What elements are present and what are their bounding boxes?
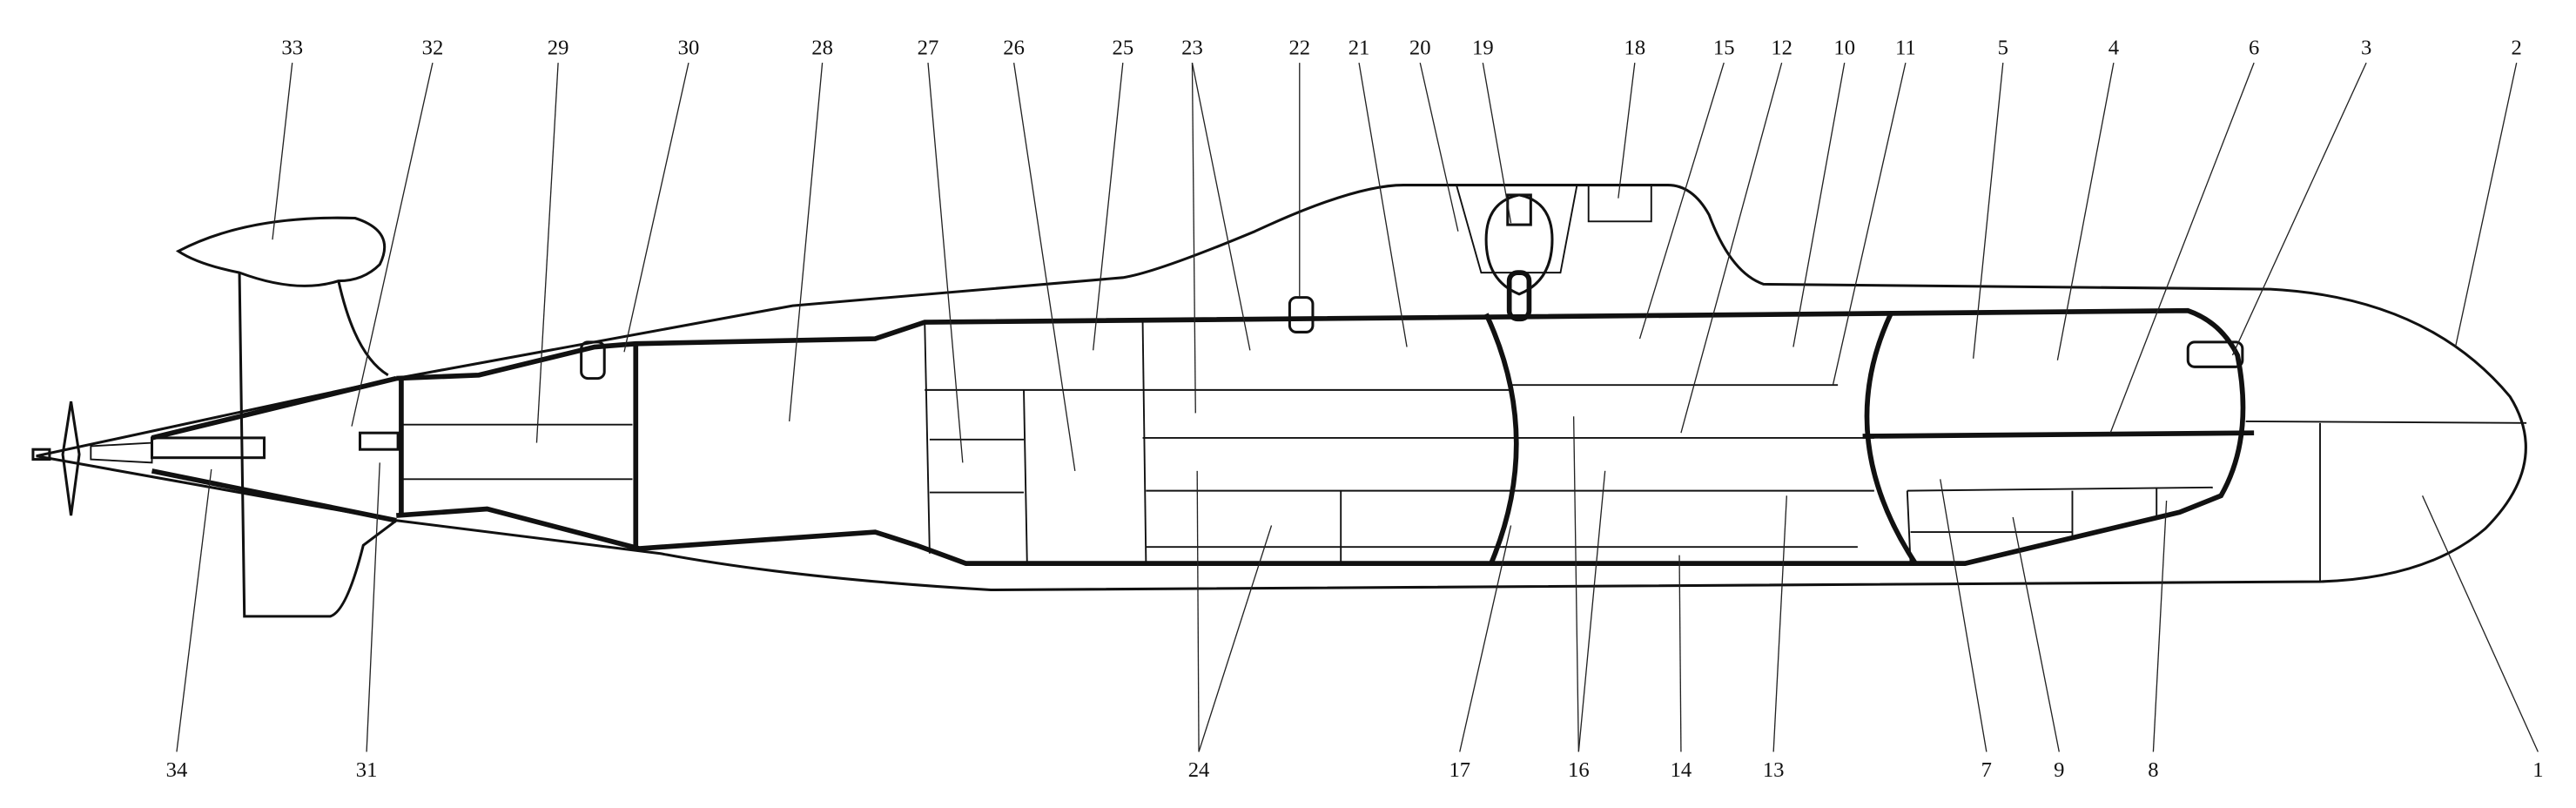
part-label-18: 18: [1624, 37, 1646, 60]
part-label-26: 26: [1003, 37, 1025, 60]
leader-line-16: [1577, 470, 1606, 752]
part-label-5: 5: [1998, 37, 2008, 60]
leader-line-20: [1419, 62, 1459, 232]
internal-compartments: [400, 296, 2527, 582]
leader-line-6: [2109, 62, 2255, 434]
leader-line-12: [1680, 62, 1783, 434]
leader-line-23: [1191, 62, 1251, 351]
leader-line-9: [2012, 516, 2060, 752]
leader-line-32: [351, 62, 434, 427]
part-label-9: 9: [2054, 758, 2064, 782]
part-label-33: 33: [281, 37, 303, 60]
part-label-32: 32: [422, 37, 444, 60]
leader-line-14: [1678, 555, 1682, 752]
part-label-8: 8: [2148, 758, 2158, 782]
part-label-6: 6: [2249, 37, 2259, 60]
part-label-1: 1: [2532, 758, 2543, 782]
leader-line-8: [2152, 500, 2168, 752]
sail-tower: [1456, 184, 1652, 322]
part-label-30: 30: [678, 37, 700, 60]
leader-line-17: [1459, 525, 1512, 752]
leader-line-24: [1198, 525, 1273, 752]
stern-assembly: [31, 216, 400, 618]
part-label-22: 22: [1288, 37, 1310, 60]
leader-line-23: [1191, 63, 1196, 414]
leader-line-18: [1618, 63, 1636, 199]
leader-lines: [176, 62, 2539, 752]
leader-line-11: [1832, 62, 1907, 386]
leader-line-2: [2454, 62, 2518, 347]
part-label-15: 15: [1713, 37, 1735, 60]
part-label-27: 27: [918, 37, 939, 60]
leader-line-4: [2056, 62, 2115, 360]
leader-line-26: [1012, 63, 1076, 471]
part-label-16: 16: [1568, 758, 1590, 782]
part-label-28: 28: [811, 37, 833, 60]
part-label-20: 20: [1409, 37, 1431, 60]
part-label-29: 29: [548, 37, 569, 60]
leader-line-10: [1792, 62, 1846, 347]
leader-line-16: [1572, 416, 1579, 752]
leader-line-21: [1358, 63, 1408, 347]
part-label-2: 2: [2512, 37, 2522, 60]
leader-line-15: [1638, 62, 1725, 340]
leader-line-28: [789, 63, 824, 421]
leader-line-1: [2421, 495, 2539, 752]
part-label-3: 3: [2361, 37, 2371, 60]
pressure-hull: [396, 307, 2246, 566]
leader-line-31: [366, 462, 380, 752]
part-label-17: 17: [1449, 758, 1470, 782]
part-label-7: 7: [1981, 758, 1992, 782]
part-label-34: 34: [166, 758, 188, 782]
leader-line-33: [272, 63, 293, 240]
part-label-14: 14: [1671, 758, 1692, 782]
leader-line-7: [1940, 479, 1987, 752]
part-label-11: 11: [1895, 37, 1916, 60]
leader-line-29: [535, 63, 559, 443]
part-label-24: 24: [1188, 758, 1210, 782]
part-label-23: 23: [1181, 37, 1203, 60]
leader-line-27: [927, 63, 964, 463]
leader-line-5: [1973, 63, 2004, 359]
part-label-19: 19: [1472, 37, 1494, 60]
part-label-12: 12: [1771, 37, 1792, 60]
part-label-25: 25: [1112, 37, 1133, 60]
leader-line-19: [1482, 62, 1512, 224]
leader-line-13: [1772, 495, 1787, 752]
leader-line-25: [1093, 63, 1124, 351]
part-label-21: 21: [1349, 37, 1370, 60]
leader-line-3: [2231, 62, 2367, 356]
outer-hull: [36, 184, 2527, 592]
leader-line-24: [1196, 470, 1200, 752]
leader-line-30: [623, 62, 689, 353]
part-label-4: 4: [2109, 37, 2119, 60]
leader-line-34: [176, 468, 212, 752]
part-label-10: 10: [1833, 37, 1855, 60]
part-label-31: 31: [356, 758, 378, 782]
part-label-13: 13: [1763, 758, 1785, 782]
